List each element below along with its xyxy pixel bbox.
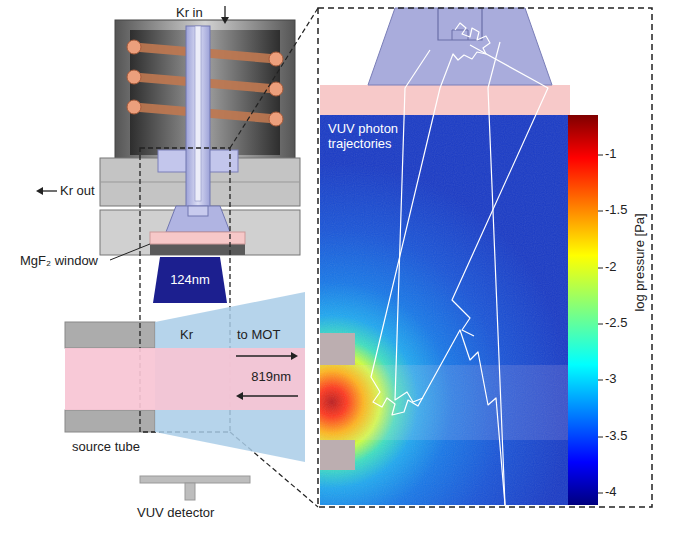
part-label: source tube xyxy=(72,440,140,455)
inlet-label: Kr in xyxy=(176,6,203,21)
colorbar-tick: -3 xyxy=(605,372,617,387)
direction-label: to MOT xyxy=(237,328,280,343)
colorbar-title: log pressure [Pa] xyxy=(633,213,648,311)
laser-beam-band: 819nm xyxy=(65,348,305,410)
detector-label: VUV detector xyxy=(137,506,214,521)
vuv-emission-beam: 124nm xyxy=(153,257,227,303)
panel-title: VUV photon trajectories xyxy=(328,122,424,152)
colorbar-tick: -3.5 xyxy=(605,429,627,444)
window-label: MgF₂ window xyxy=(20,254,98,269)
colorbar-tick: -1.5 xyxy=(605,203,627,218)
wavelength-label: 819nm xyxy=(251,370,291,385)
colorbar-tick: -4 xyxy=(605,485,617,500)
colorbar-tick: -2.5 xyxy=(605,316,627,331)
outlet-label: Kr out xyxy=(60,184,95,199)
colorbar-tick: -1 xyxy=(605,147,617,162)
wavelength-label: 124nm xyxy=(170,273,210,288)
gas-label: Kr xyxy=(180,328,193,343)
colorbar-tick: -2 xyxy=(605,260,617,275)
